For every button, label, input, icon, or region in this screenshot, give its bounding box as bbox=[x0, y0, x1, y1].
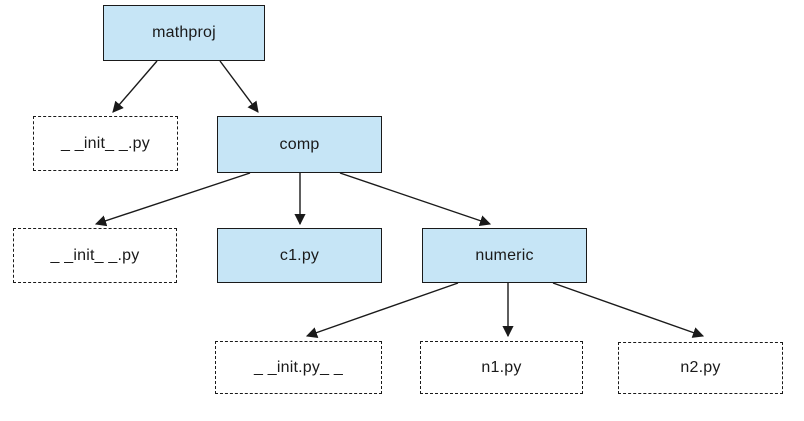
node-mathproj-label: mathproj bbox=[152, 24, 216, 41]
edge-mathproj-to-comp bbox=[219, 60, 259, 113]
node-c1-py: c1.py bbox=[217, 228, 382, 283]
edge-comp-to-numeric bbox=[339, 172, 492, 227]
node-n2-py: n2.py bbox=[618, 342, 783, 394]
node-comp-label: comp bbox=[279, 135, 320, 153]
node-init-mathproj: _ _init_ _.py bbox=[33, 116, 178, 171]
node-comp: comp bbox=[217, 116, 382, 173]
node-n2-py-label: n2.py bbox=[680, 359, 721, 376]
node-numeric-label: numeric bbox=[475, 246, 534, 264]
node-n1-py-label: n1.py bbox=[481, 358, 522, 376]
node-mathproj: mathproj bbox=[103, 5, 265, 61]
node-init-comp: _ _init_ _.py bbox=[13, 228, 177, 283]
node-init-numeric-label: _ _init.py_ _ bbox=[254, 358, 343, 376]
node-init-mathproj-label: _ _init_ _.py bbox=[61, 134, 150, 152]
node-n1-py: n1.py bbox=[420, 341, 583, 394]
node-init-comp-label: _ _init_ _.py bbox=[50, 246, 140, 264]
edge-numeric-to-n2-py bbox=[552, 282, 705, 338]
edge-comp-to-init-comp bbox=[94, 172, 251, 227]
node-init-numeric: _ _init.py_ _ bbox=[215, 341, 382, 394]
node-numeric: numeric bbox=[422, 228, 587, 283]
edge-numeric-to-init-numeric bbox=[305, 282, 459, 338]
edge-mathproj-to-init-mathproj bbox=[112, 60, 158, 113]
node-c1-py-label: c1.py bbox=[279, 246, 320, 264]
